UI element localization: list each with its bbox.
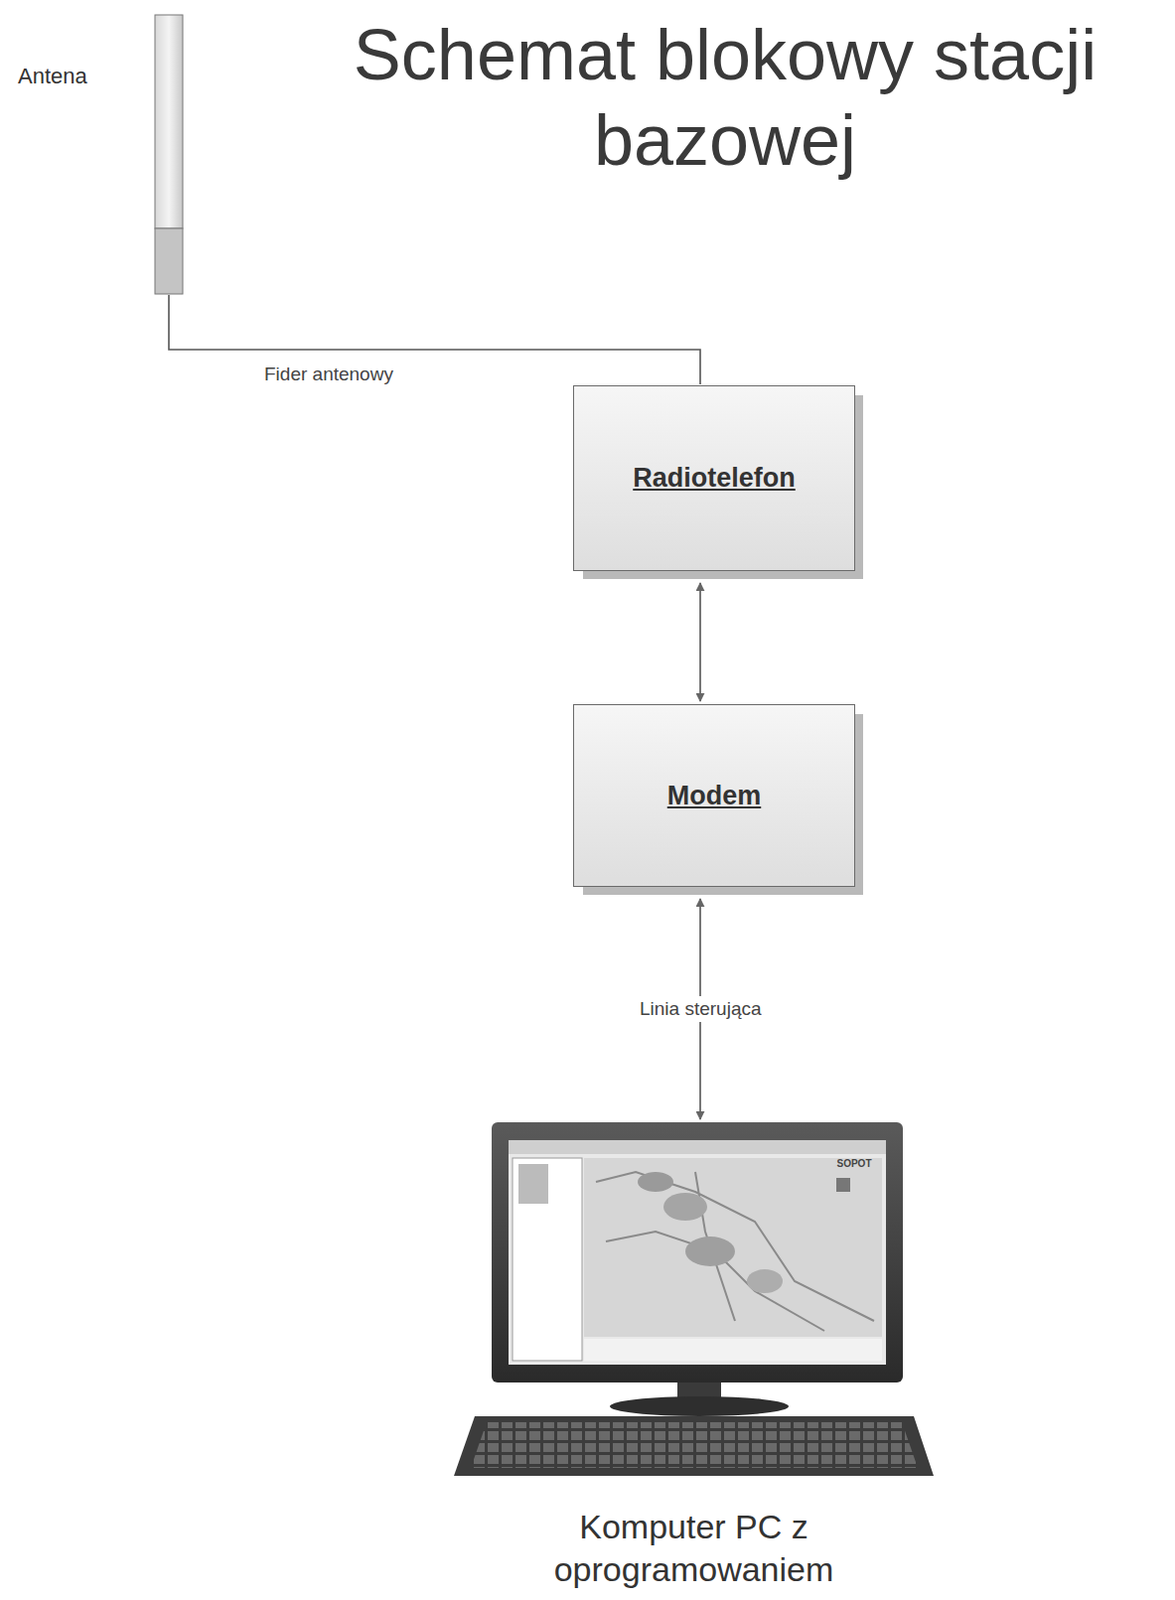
connector-label: Fider antenowy	[260, 361, 398, 388]
antenna-illustration	[154, 14, 183, 294]
device-box: Radiotelefon	[573, 385, 856, 572]
box-title: Modem	[655, 780, 774, 812]
computer-illustration	[453, 1122, 934, 1476]
device-box: Modem	[573, 704, 856, 887]
computer-node: Komputer PC z oprogramowaniem	[453, 1122, 934, 1598]
connector-line	[699, 583, 702, 702]
node-caption: Antena	[17, 62, 128, 91]
node-caption: Komputer PC z oprogramowaniem	[513, 1505, 875, 1592]
box-title: Radiotelefon	[620, 462, 808, 494]
antenna-node: Antena	[148, 14, 189, 295]
connector-label: Linia sterująca	[635, 996, 766, 1023]
diagram-title: Schemat blokowy stacji bazowej	[288, 11, 1163, 183]
connector-line	[168, 294, 701, 385]
screen-label: SOPOT	[824, 1158, 884, 1170]
